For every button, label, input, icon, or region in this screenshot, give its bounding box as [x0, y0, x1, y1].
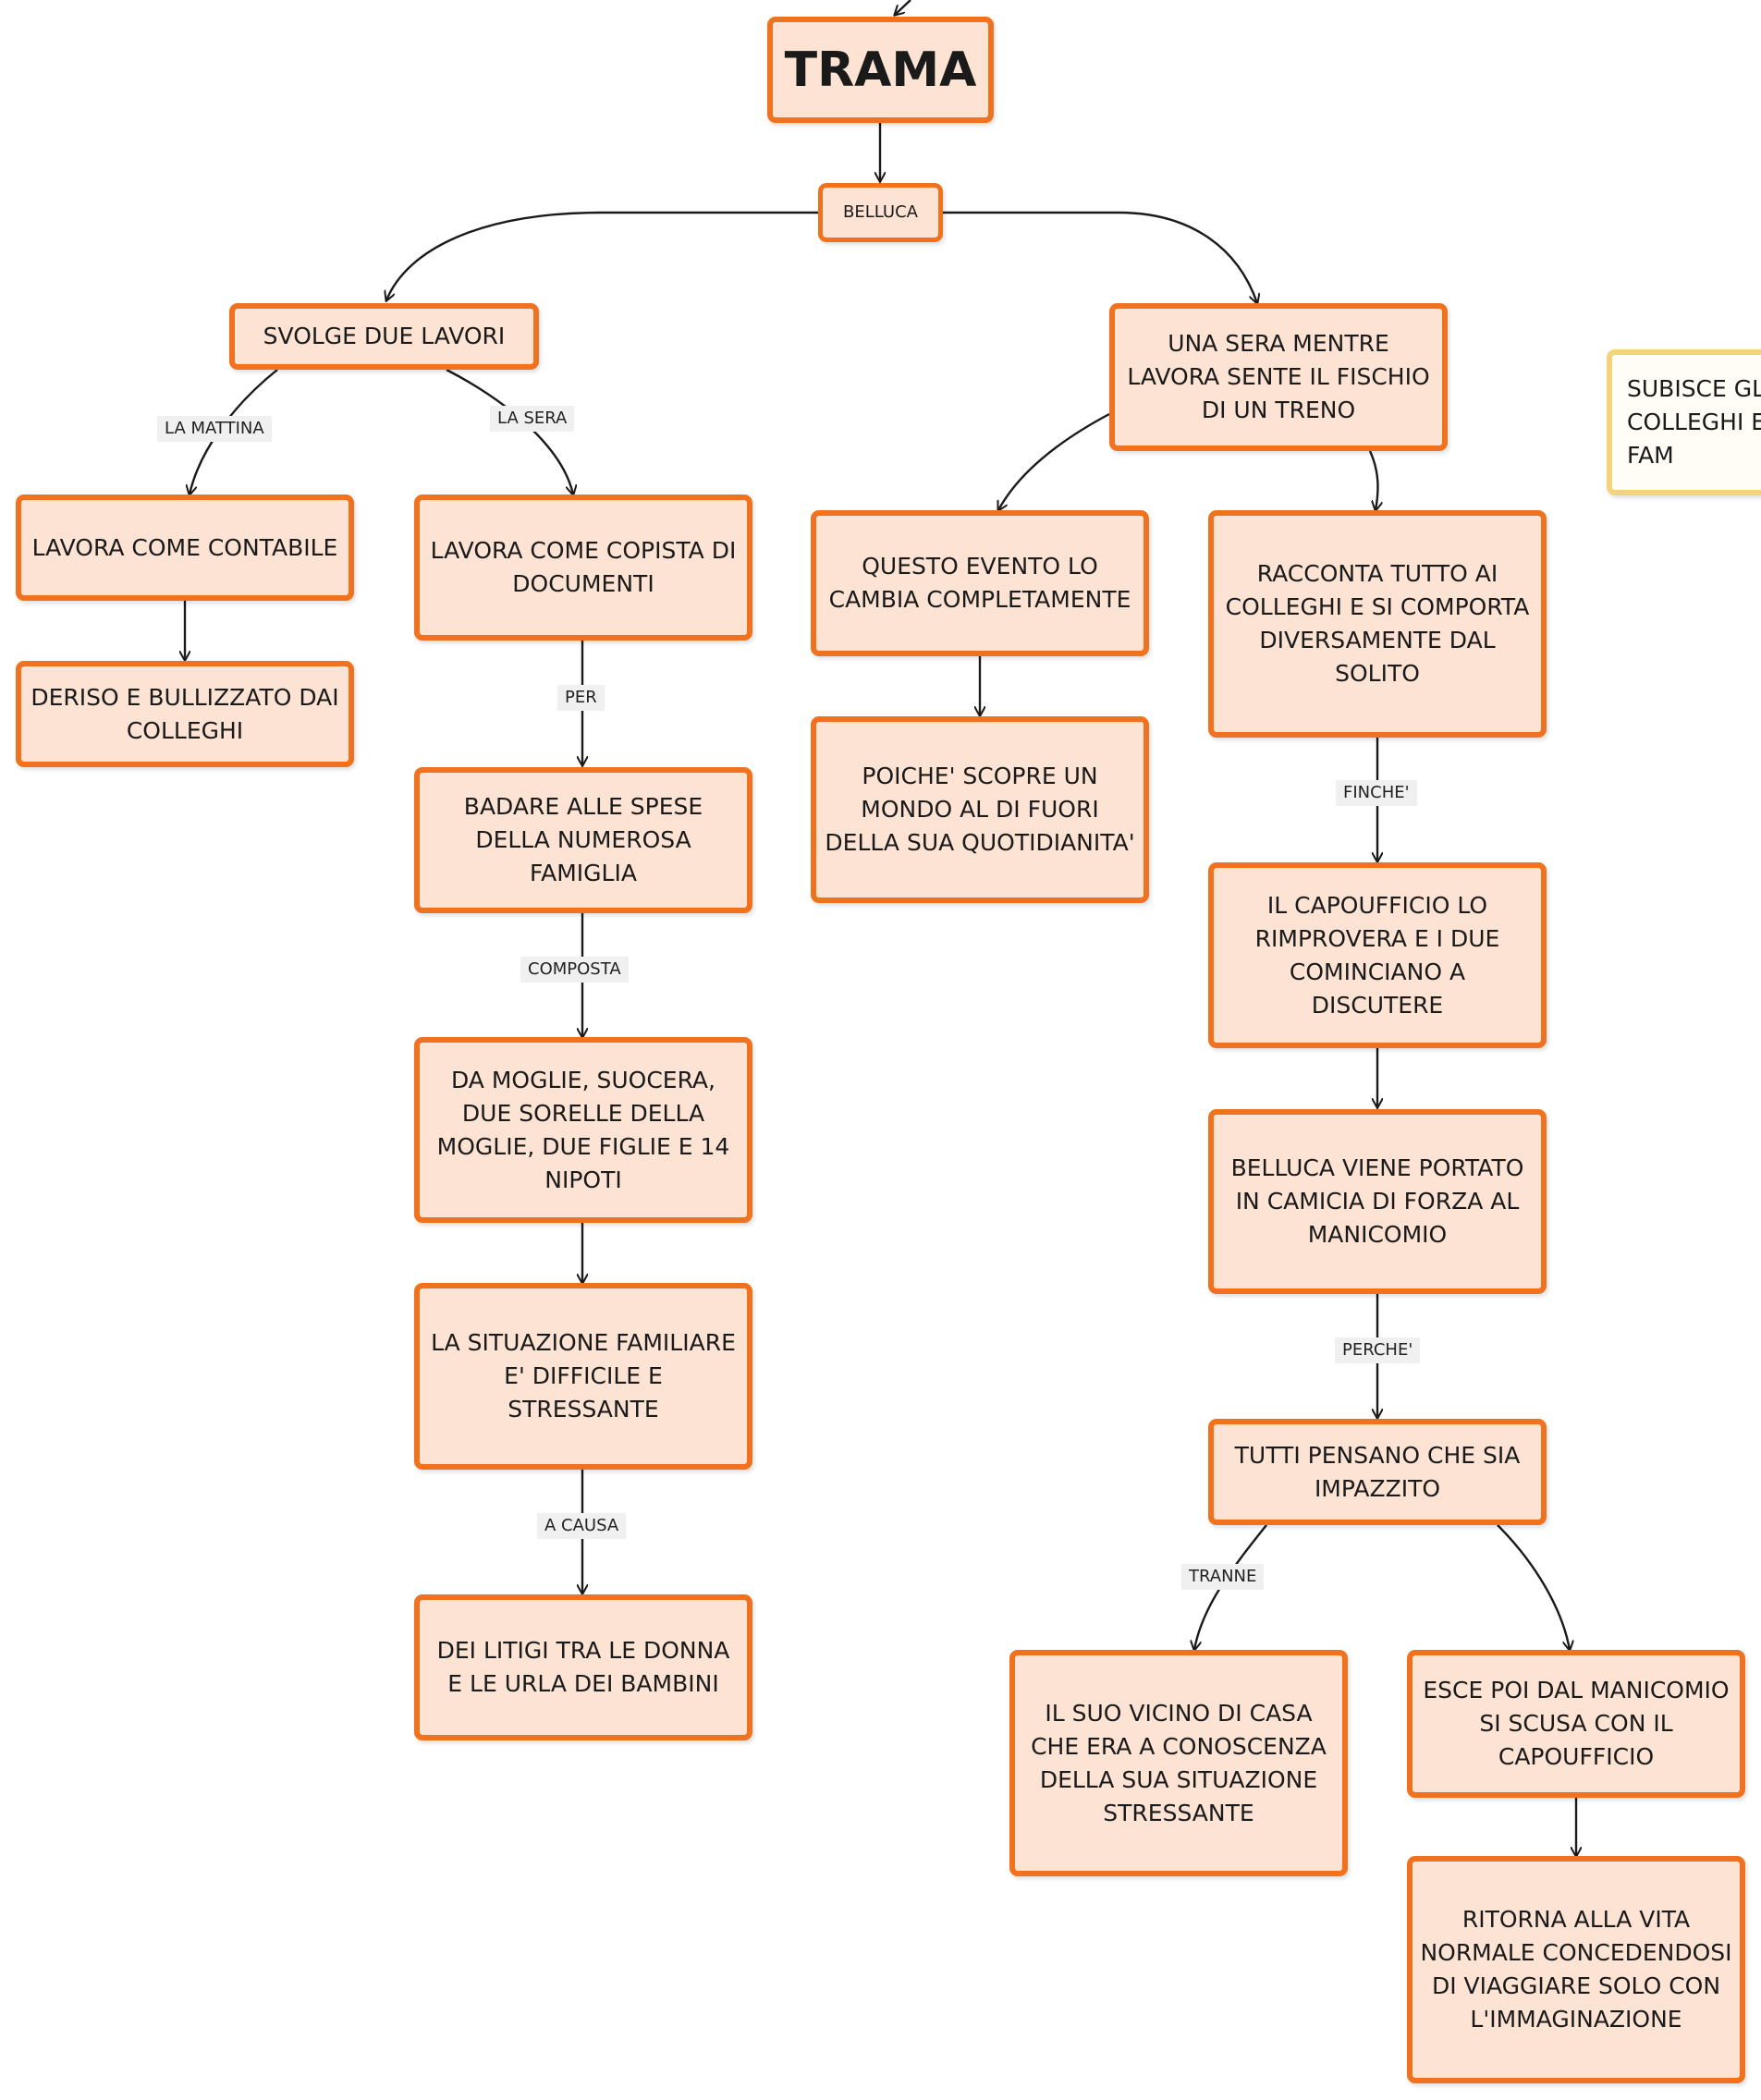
edge-svolge-copista [446, 368, 573, 494]
node-svolge-due-lavori[interactable]: SVOLGE DUE LAVORI [229, 303, 539, 370]
node-deriso[interactable]: DERISO E BULLIZZATO DAI COLLEGHI [16, 661, 354, 767]
edge-top-trama [895, 0, 911, 15]
node-una-sera[interactable]: UNA SERA MENTRE LAVORA SENTE IL FISCHIO … [1109, 303, 1448, 451]
node-subisce[interactable]: SUBISCE GLI COLLEGHI E FAM [1607, 349, 1761, 495]
label-la-sera: LA SERA [490, 406, 575, 432]
label-per: PER [557, 685, 605, 711]
edge-unasera-questo [998, 412, 1110, 510]
label-a-causa: A CAUSA [537, 1513, 627, 1539]
node-ritorna[interactable]: RITORNA ALLA VITA NORMALE CONCEDENDOSI D… [1407, 1856, 1745, 2083]
node-belluca[interactable]: BELLUCA [818, 183, 943, 242]
edge-belluca-svolge [386, 211, 820, 300]
label-tranne: TRANNE [1181, 1564, 1265, 1590]
label-finche: FINCHE' [1336, 780, 1417, 806]
edge-belluca-unasera [940, 211, 1257, 303]
node-moglie[interactable]: DA MOGLIE, SUOCERA, DUE SORELLE DELLA MO… [414, 1037, 752, 1223]
node-litigi[interactable]: DEI LITIGI TRA LE DONNA E LE URLA DEI BA… [414, 1594, 752, 1740]
node-copista[interactable]: LAVORA COME COPISTA DI DOCUMENTI [414, 494, 752, 641]
label-perche: PERCHE' [1335, 1337, 1421, 1363]
node-badare[interactable]: BADARE ALLE SPESE DELLA NUMEROSA FAMIGLI… [414, 767, 752, 913]
node-trama[interactable]: TRAMA [767, 17, 994, 123]
node-vicino[interactable]: IL SUO VICINO DI CASA CHE ERA A CONOSCEN… [1009, 1650, 1348, 1876]
edge-unasera-racconta [1368, 450, 1377, 510]
node-racconta[interactable]: RACCONTA TUTTO AI COLLEGHI E SI COMPORTA… [1208, 510, 1547, 738]
node-contabile[interactable]: LAVORA COME CONTABILE [16, 494, 354, 601]
node-tutti[interactable]: TUTTI PENSANO CHE SIA IMPAZZITO [1208, 1419, 1547, 1525]
edge-tutti-esce [1497, 1524, 1570, 1650]
node-portato[interactable]: BELLUCA VIENE PORTATO IN CAMICIA DI FORZ… [1208, 1109, 1547, 1294]
node-situazione[interactable]: LA SITUAZIONE FAMILIARE E' DIFFICILE E S… [414, 1283, 752, 1470]
node-questo-evento[interactable]: QUESTO EVENTO LO CAMBIA COMPLETAMENTE [811, 510, 1149, 656]
label-la-mattina: LA MATTINA [157, 416, 272, 442]
node-capoufficio[interactable]: IL CAPOUFFICIO LO RIMPROVERA E I DUE COM… [1208, 862, 1547, 1048]
node-poiche[interactable]: POICHE' SCOPRE UN MONDO AL DI FUORI DELL… [811, 716, 1149, 903]
node-esce[interactable]: ESCE POI DAL MANICOMIO SI SCUSA CON IL C… [1407, 1650, 1745, 1798]
label-composta: COMPOSTA [520, 957, 629, 983]
